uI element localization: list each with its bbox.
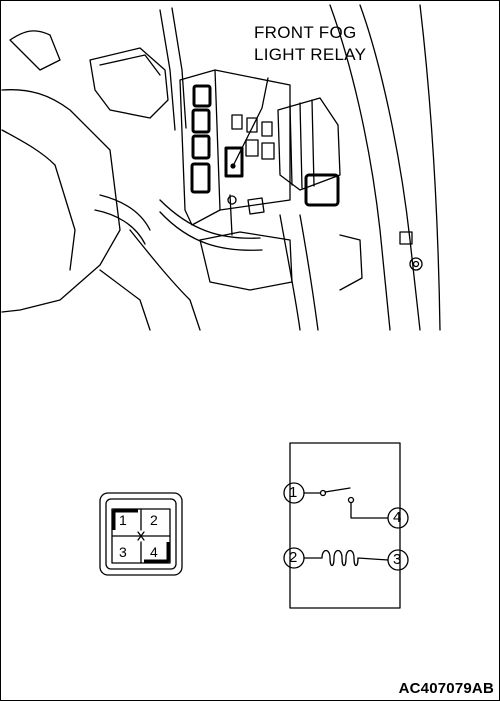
relay-schematic bbox=[283, 442, 409, 609]
connector-pin-3: 3 bbox=[119, 544, 127, 560]
connector-pin-1: 1 bbox=[119, 512, 127, 528]
connector-pin-4: 4 bbox=[150, 544, 158, 560]
relay-connector-face bbox=[99, 492, 183, 576]
callout-line-2: LIGHT RELAY bbox=[254, 45, 367, 64]
terminal-2-label: 2 bbox=[289, 549, 298, 566]
terminal-1-label: 1 bbox=[289, 484, 298, 501]
terminal-4-label: 4 bbox=[393, 509, 402, 526]
terminal-3-label: 3 bbox=[393, 551, 402, 568]
engine-bay-drawing bbox=[1, 4, 441, 331]
connector-pin-2: 2 bbox=[150, 512, 158, 528]
callout-line-1: FRONT FOG bbox=[254, 23, 357, 42]
figure-code: AC407079AB bbox=[398, 680, 494, 697]
